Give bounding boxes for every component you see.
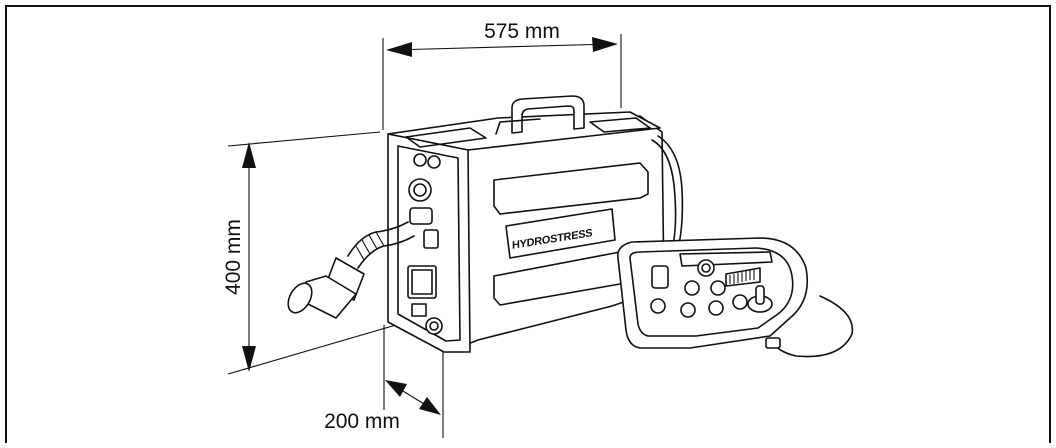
height-dimension: 400 mm bbox=[222, 131, 397, 375]
height-label: 400 mm bbox=[222, 219, 245, 295]
carry-handle bbox=[511, 95, 585, 134]
remote-cable bbox=[769, 295, 854, 358]
height-arrow-bottom bbox=[242, 346, 256, 372]
plug-collar bbox=[325, 257, 365, 301]
power-unit: HYDROSTRESS bbox=[387, 95, 684, 353]
side-rib-top bbox=[493, 162, 649, 215]
plug-face bbox=[287, 282, 313, 314]
drain-plug bbox=[425, 317, 443, 335]
width-arrow-left bbox=[386, 42, 412, 57]
control-socket bbox=[407, 265, 437, 299]
brand-plate bbox=[505, 208, 616, 259]
remote-button-5 bbox=[708, 300, 724, 316]
remote-button-4 bbox=[680, 302, 696, 318]
top-recess-left bbox=[405, 127, 487, 148]
remote-top-knob bbox=[697, 259, 715, 277]
depth-arrow-left bbox=[385, 380, 407, 397]
width-dimension: 575 mm bbox=[382, 20, 622, 130]
control-socket-inner bbox=[411, 269, 433, 295]
small-fuse bbox=[411, 303, 427, 317]
power-cable bbox=[287, 221, 415, 319]
front-panel-border bbox=[397, 145, 461, 342]
remote-joystick bbox=[755, 285, 765, 305]
remote-gauge bbox=[725, 267, 761, 287]
height-extension-top bbox=[227, 131, 381, 147]
remote-button-3 bbox=[650, 298, 666, 314]
width-dimension-line bbox=[391, 43, 613, 51]
plug-body bbox=[299, 275, 357, 319]
remote-panel bbox=[629, 247, 794, 337]
height-arrow-top bbox=[242, 142, 256, 168]
depth-label: 200 mm bbox=[324, 410, 400, 433]
height-extension-bottom bbox=[227, 324, 397, 375]
main-switch-center bbox=[413, 183, 427, 197]
width-label: 575 mm bbox=[484, 20, 560, 43]
cable-ribs bbox=[355, 231, 385, 261]
remote-display bbox=[679, 251, 773, 267]
remote-left-knob bbox=[651, 265, 669, 289]
remote-button-1 bbox=[684, 280, 700, 296]
indicator-lamp-2 bbox=[427, 155, 441, 169]
remote-control bbox=[616, 237, 854, 358]
remote-gauge-ticks bbox=[729, 270, 755, 284]
depth-dimension: 200 mm bbox=[324, 325, 444, 438]
remote-button-6 bbox=[732, 294, 748, 310]
remote-cable-gland bbox=[765, 337, 781, 349]
connector-socket bbox=[409, 207, 433, 225]
width-arrow-right bbox=[592, 37, 618, 52]
depth-arrow-right bbox=[419, 397, 441, 415]
main-switch-knob bbox=[408, 178, 432, 202]
remote-button-2 bbox=[710, 280, 726, 296]
hose-1 bbox=[651, 139, 677, 251]
cable-gland bbox=[423, 229, 439, 249]
drain-plug-center bbox=[429, 321, 439, 331]
top-ridge bbox=[495, 118, 541, 135]
top-recess-right bbox=[589, 117, 651, 133]
indicator-lamp-1 bbox=[413, 153, 427, 167]
